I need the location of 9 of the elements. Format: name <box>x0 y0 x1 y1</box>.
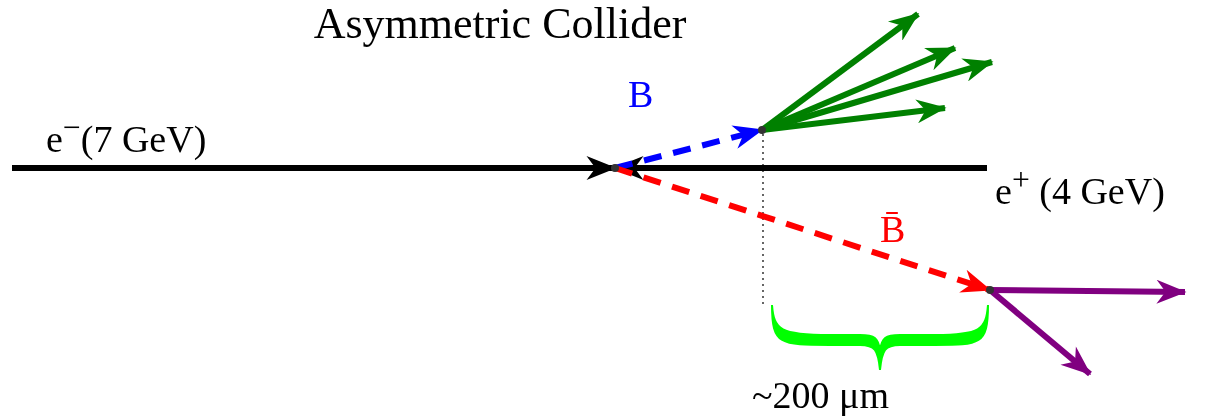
title: Asymmetric Collider <box>312 2 688 46</box>
edge-label: B̄ <box>880 210 906 248</box>
dimension-label: ~200 μm <box>752 376 889 414</box>
vertex-dot <box>986 286 994 294</box>
edge-label: e$^{−}$(7 GeV) <box>46 112 207 158</box>
beam-label: e$^{+}$ (4 GeV) <box>995 164 1165 210</box>
vertex-dot <box>758 126 766 134</box>
vertex-dot <box>611 164 619 172</box>
edge-label: B <box>628 75 654 113</box>
